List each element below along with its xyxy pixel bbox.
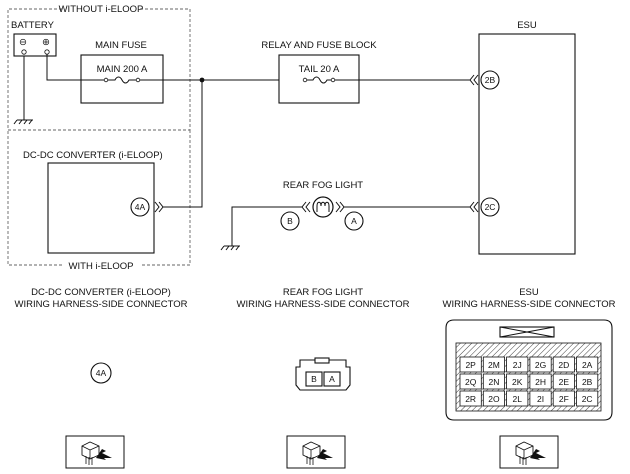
esu-title: ESU: [517, 20, 537, 31]
fog-light-title: REAR FOG LIGHT: [283, 180, 363, 191]
dcdc-title: DC-DC CONVERTER (i-ELOOP): [23, 150, 163, 161]
esu-connector-pin-label: 2M: [488, 360, 500, 370]
connector-view-icon: [65, 435, 125, 469]
connector-view-icon: [499, 435, 559, 469]
dcdc-connector-mark: [154, 201, 164, 213]
esu-terminal-2b: 2B: [485, 75, 496, 85]
with-ieloop-label: WITH i-ELOOP: [69, 261, 134, 272]
dcdc-to-splice-wire: [163, 80, 203, 208]
fog-connector-title-1: REAR FOG LIGHT: [283, 287, 363, 298]
esu-connector-pin: 2I: [529, 390, 552, 407]
esu-connector-pin: 2C: [576, 390, 599, 407]
fuse-icon: [103, 76, 141, 84]
esu-connector-pin-label: 2L: [513, 394, 523, 404]
rear-fog-light: REAR FOG LIGHT B A: [280, 180, 364, 231]
esu-connector-pin-label: 2P: [465, 360, 476, 370]
esu-connector-pin: 2N: [482, 373, 505, 390]
dcdc-connector-title-2: WIRING HARNESS-SIDE CONNECTOR: [15, 299, 188, 310]
fog-terminal-a: A: [351, 216, 357, 226]
battery-ground-icon: [13, 56, 33, 125]
tail-fuse-rating: TAIL 20 A: [299, 64, 340, 75]
esu-connector-pin-label: 2A: [582, 360, 593, 370]
esu-connector-pin: 2M: [482, 356, 505, 373]
esu-connector-pin-label: 2G: [535, 360, 546, 370]
esu-connector-pin: 2Q: [459, 373, 482, 390]
fuse-icon: [302, 76, 336, 84]
esu-connector-pin: 2K: [506, 373, 529, 390]
dcdc-connector-pin: 4A: [96, 368, 107, 378]
without-ieloop-label: WITHOUT i-ELOOP: [59, 4, 144, 15]
relay-fuse-block: RELAY AND FUSE BLOCK TAIL 20 A: [261, 40, 377, 104]
esu-connector-pin: 2H: [529, 373, 552, 390]
fog-terminal-b: B: [287, 216, 293, 226]
esu-connector-pin-label: 2D: [558, 360, 569, 370]
main-fuse: MAIN FUSE MAIN 200 A: [80, 40, 164, 104]
esu-connector-mark-2b: 2B: [469, 70, 500, 90]
battery: BATTERY ⊖ ⊕: [11, 20, 57, 57]
esu-connector-pin-label: 2J: [513, 360, 522, 370]
battery-plus-icon: ⊕: [42, 37, 50, 48]
esu-pin-grid: 2P 2M 2J 2G 2D 2A 2Q 2N 2K 2H 2E 2B 2R 2O 2L 2I 2F 2C: [459, 356, 599, 407]
with-ieloop-region: WITH i-ELOOP: [7, 130, 191, 272]
esu-unit: ESU: [478, 20, 576, 255]
esu-connector-pin: 2E: [552, 373, 575, 390]
bulb-icon: [312, 196, 334, 218]
esu-connector-pin-label: 2I: [537, 394, 544, 404]
battery-minus-icon: ⊖: [19, 37, 27, 48]
esu-connector-pin-label: 2F: [559, 394, 569, 404]
esu-connector-face: 2P 2M 2J 2G 2D 2A 2Q 2N 2K 2H 2E 2B 2R 2O 2L 2I 2F 2C: [445, 319, 613, 421]
esu-connector-pin-label: 2R: [465, 394, 476, 404]
relay-block-title: RELAY AND FUSE BLOCK: [261, 40, 377, 51]
dcdc-converter: DC-DC CONVERTER (i-ELOOP) 4A: [23, 150, 163, 254]
dcdc-connector-title-1: DC-DC CONVERTER (i-ELOOP): [31, 287, 171, 298]
esu-terminal-2c: 2C: [485, 202, 496, 212]
connector-view-icon: [286, 435, 346, 469]
esu-connector-pin: 2A: [576, 356, 599, 373]
esu-connector-pin-label: 2C: [582, 394, 593, 404]
esu-connector-pin-label: 2O: [488, 394, 500, 404]
esu-connector-pin: 2B: [576, 373, 599, 390]
without-ieloop-region: WITHOUT i-ELOOP: [7, 4, 191, 131]
fog-connector-pin-b: B: [311, 374, 317, 384]
esu-connector-pin: 2P: [459, 356, 482, 373]
fog-ground-wire: [231, 206, 302, 246]
main-fuse-title: MAIN FUSE: [95, 40, 147, 51]
fog-ground-icon: [220, 245, 240, 251]
dcdc-connector-face: 4A: [90, 362, 112, 384]
esu-connector-pin: 2R: [459, 390, 482, 407]
esu-connector-pin: 2G: [529, 356, 552, 373]
fog-connector-pin-a: A: [329, 374, 335, 384]
esu-connector-pin-label: 2H: [535, 377, 546, 387]
esu-connector-pin-label: 2K: [512, 377, 523, 387]
dcdc-terminal-4a: 4A: [135, 202, 146, 212]
esu-connector-pin: 2O: [482, 390, 505, 407]
esu-connector-pin-label: 2Q: [465, 377, 477, 387]
esu-connector-title-1: ESU: [519, 287, 539, 298]
main-fuse-rating: MAIN 200 A: [97, 64, 148, 75]
esu-connector-pin: 2D: [552, 356, 575, 373]
esu-connector-pin-label: 2N: [489, 377, 500, 387]
esu-connector-mark-2c: 2C: [469, 197, 500, 217]
esu-connector-pin: 2L: [506, 390, 529, 407]
fog-connector-face: B A: [295, 357, 351, 391]
battery-label: BATTERY: [11, 20, 55, 31]
esu-connector-pin: 2J: [506, 356, 529, 373]
battery-feed-wire: [46, 54, 104, 81]
esu-connector-pin-label: 2B: [582, 377, 593, 387]
fog-connector-title-2: WIRING HARNESS-SIDE CONNECTOR: [237, 299, 410, 310]
esu-connector-pin: 2F: [552, 390, 575, 407]
esu-connector-title-2: WIRING HARNESS-SIDE CONNECTOR: [443, 299, 616, 310]
esu-connector-pin-label: 2E: [559, 377, 570, 387]
